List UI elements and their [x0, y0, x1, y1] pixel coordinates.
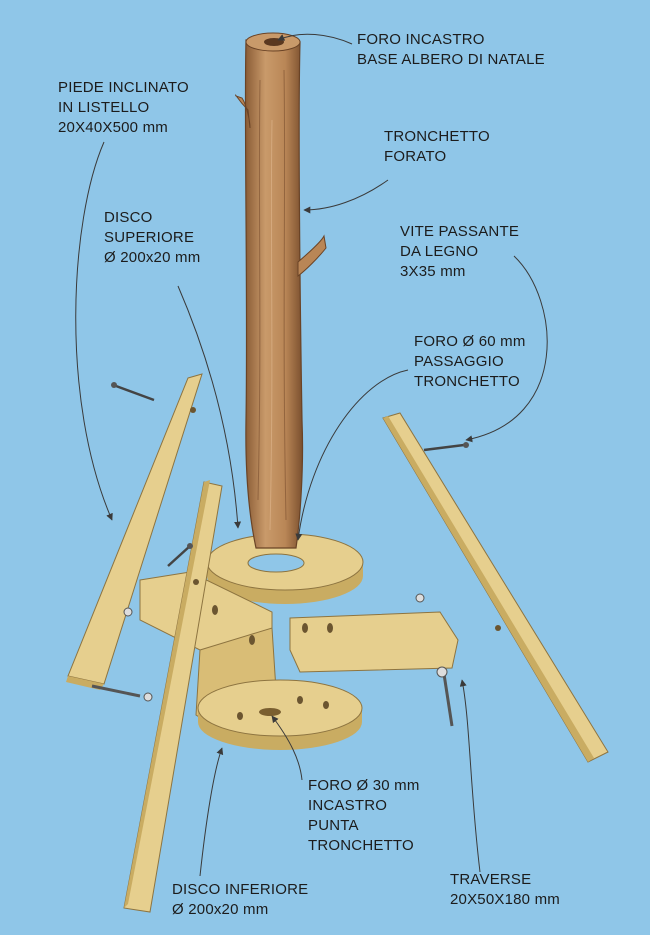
- hole-60mm: [247, 553, 305, 573]
- label-foro-60: FORO Ø 60 mm PASSAGGIO TRONCHETTO: [414, 333, 526, 390]
- screws: [91, 382, 469, 727]
- slanted-leg-front: [123, 480, 223, 913]
- label-vite-passante: VITE PASSANTE DA LEGNO 3X35 mm: [400, 223, 520, 280]
- label-disco-superiore: DISCO SUPERIORE Ø 200x20 mm: [104, 209, 201, 266]
- leader-lines: [75, 33, 548, 877]
- label-foro-incastro: FORO INCASTRO BASE ALBERO DI NATALE: [357, 31, 545, 68]
- slanted-leg-right: [382, 412, 609, 763]
- label-piede-inclinato: PIEDE INCLINATO IN LISTELLO 20X40X500 mm: [58, 79, 189, 136]
- hole-30mm: [259, 708, 281, 716]
- label-tronchetto-forato: TRONCHETTO FORATO: [384, 128, 490, 165]
- trunk: [235, 32, 327, 549]
- label-disco-inferiore: DISCO INFERIORE Ø 200x20 mm: [172, 881, 309, 918]
- label-foro-30: FORO Ø 30 mm INCASTRO PUNTA TRONCHETTO: [308, 777, 420, 854]
- lower-disc: [197, 679, 363, 750]
- upper-disc: [206, 533, 364, 604]
- label-traverse: TRAVERSE 20X50X180 mm: [450, 871, 560, 908]
